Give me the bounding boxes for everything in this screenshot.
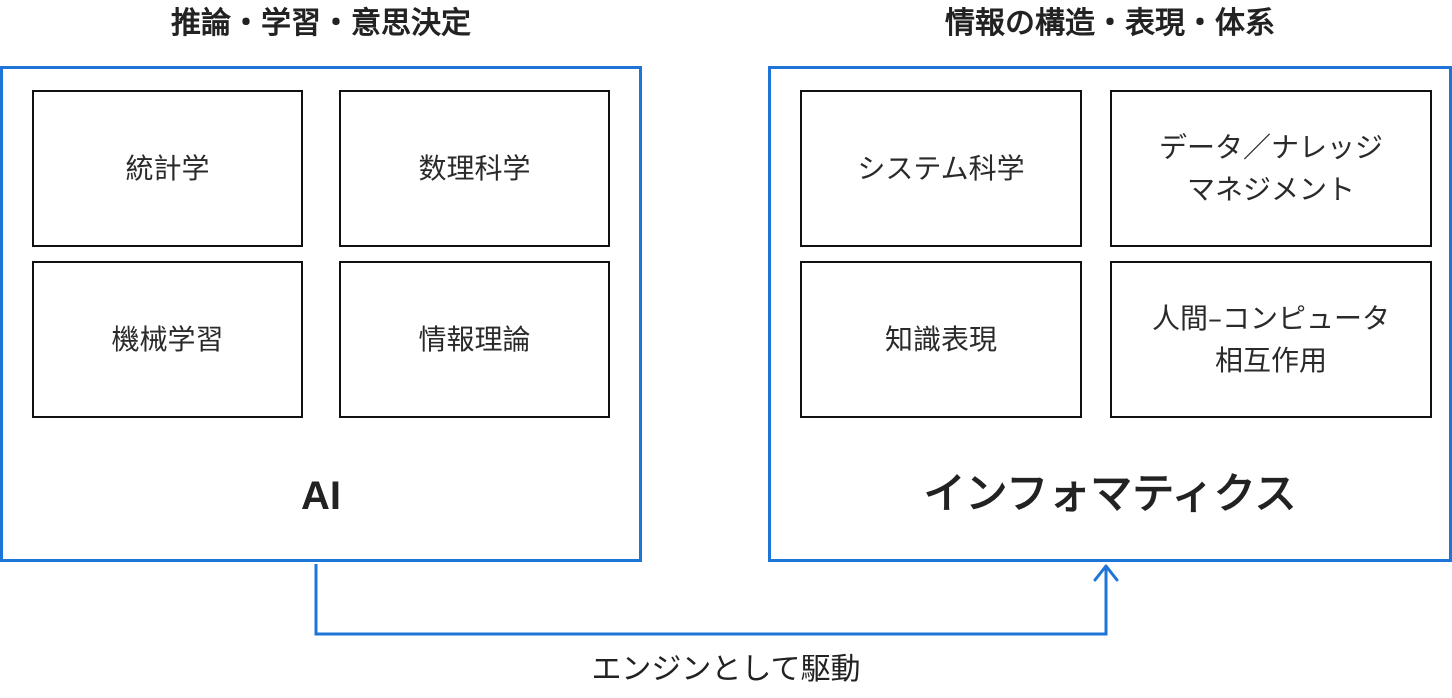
ai-item-statistics: 統計学 bbox=[32, 90, 303, 247]
informatics-group-heading: 情報の構造・表現・体系 bbox=[945, 6, 1275, 41]
ai-item-mathematical-science: 数理科学 bbox=[339, 90, 610, 247]
ai-group-heading: 推論・学習・意思決定 bbox=[171, 6, 471, 41]
ai-item-information-theory: 情報理論 bbox=[339, 261, 610, 418]
informatics-item-data-knowledge-management: データ／ナレッジ マネジメント bbox=[1110, 90, 1432, 247]
ai-group-title: AI bbox=[301, 474, 341, 518]
ai-item-machine-learning: 機械学習 bbox=[32, 261, 303, 418]
informatics-item-systems-science: システム科学 bbox=[800, 90, 1082, 247]
informatics-item-knowledge-representation: 知識表現 bbox=[800, 261, 1082, 418]
informatics-group-title: インフォマティクス bbox=[923, 469, 1297, 518]
informatics-item-human-computer-interaction: 人間–コンピュータ 相互作用 bbox=[1110, 261, 1432, 418]
ai-group-box bbox=[0, 66, 642, 562]
arrow-up-icon bbox=[1093, 564, 1119, 582]
connector-caption: エンジンとして駆動 bbox=[591, 652, 861, 687]
